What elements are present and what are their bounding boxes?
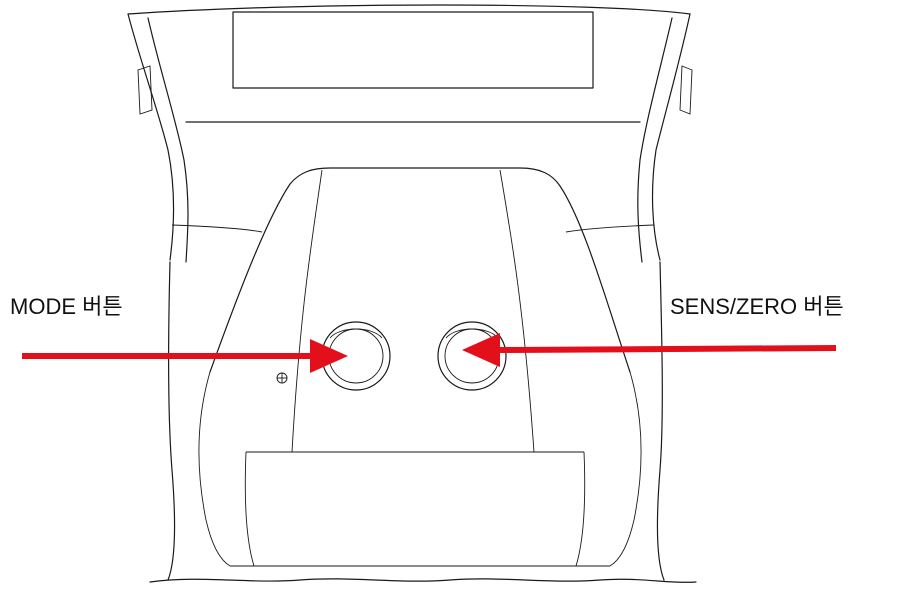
right-shoulder-line	[565, 224, 655, 233]
device-top-edge	[127, 4, 691, 15]
mode-arrow	[22, 339, 348, 373]
right-side-clip	[679, 65, 693, 115]
panel-right-crease	[499, 169, 535, 453]
crosshair-circle-icon	[276, 372, 288, 384]
device-left-outer-edge	[127, 13, 175, 261]
grip-left-facet	[198, 371, 231, 567]
device-right-inner-edge	[637, 17, 673, 263]
grip-right-contour	[656, 261, 665, 581]
display-window	[232, 11, 594, 89]
device-left-inner-edge	[147, 17, 189, 263]
grip-left-contour	[167, 261, 176, 581]
panel-left-crease	[291, 169, 323, 453]
sens-zero-button-label: SENS/ZERO 버튼	[670, 294, 844, 319]
grip-right-inner	[575, 451, 586, 567]
grip-right-facet	[609, 371, 642, 567]
device-right-outer-edge	[651, 13, 691, 261]
sens-zero-arrow	[462, 333, 837, 367]
device-bottom-edge	[149, 578, 697, 583]
left-shoulder-line	[171, 224, 263, 233]
button-panel-outline	[209, 167, 631, 373]
left-side-clip	[137, 65, 153, 115]
grip-left-inner	[244, 451, 255, 567]
mode-button-label: MODE 버튼	[10, 294, 123, 319]
